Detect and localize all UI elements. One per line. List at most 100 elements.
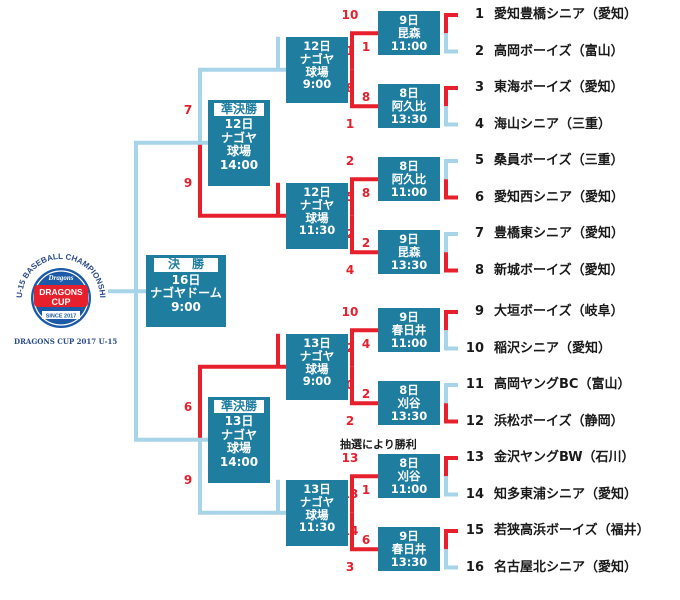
team-number: 2: [474, 43, 484, 59]
team-name: 豊橋東シニア（愛知）: [494, 226, 625, 241]
round2-match-2-line-2: 球場: [305, 361, 329, 376]
round2-match-1-line-0: 12日: [303, 184, 331, 199]
r1-score-bottom-7: 3: [345, 560, 355, 575]
r1-connector-bottom-1: [444, 106, 458, 127]
r2-feed-bottom-1: [350, 215, 378, 255]
team-name: 愛知西シニア（愛知）: [494, 189, 625, 205]
team-row-1: 1 愛知豊橋シニア（愛知）: [462, 4, 637, 26]
semi-feed-top-1: [198, 364, 286, 440]
semi-feed-bottom-0: [198, 142, 286, 218]
round2-match-2-line-0: 13日: [303, 335, 331, 350]
team-name: 金沢ヤングBW（石川）: [494, 450, 635, 465]
round1-match-3-line-0: 9日: [399, 232, 419, 247]
r1-connector-bottom-2: [444, 179, 458, 200]
round1-match-5-line-0: 8日: [399, 383, 419, 398]
semi-score-top-0: 7: [183, 102, 193, 117]
r2-score-bottom-0: 8: [361, 89, 371, 104]
r1-connector-top-3: [444, 232, 458, 253]
round2-match-2-line-3: 9:00: [302, 374, 332, 389]
r1-score-top-2: 2: [345, 154, 355, 169]
team-name: 桑員ボーイズ（三重）: [494, 153, 624, 168]
team-number: 7: [474, 226, 484, 241]
dragons-cup-logo: U-15 BASEBALL CHAMPIONSHIP Dragons DRAGO…: [12, 240, 107, 328]
round1-match-4-line-2: 11:00: [390, 336, 428, 350]
final-match-line-0: 決 勝: [154, 257, 218, 272]
round1-match-2-line-0: 8日: [399, 159, 419, 174]
r2-score-top-3: 1: [361, 482, 371, 497]
team-name: 愛知豊橋シニア（愛知）: [494, 7, 638, 22]
logo-cup-line1: DRAGONS: [39, 287, 83, 297]
team-row-14: 14 知多東浦シニア（愛知）: [462, 484, 637, 506]
semifinal-1-line-0: 準決勝: [214, 399, 264, 414]
r1-connector-top-2: [444, 159, 458, 180]
semifinal-0-line-2: ナゴヤ: [220, 130, 257, 145]
team-name: 新城ボーイズ（愛知）: [494, 262, 624, 278]
team-number: 10: [465, 340, 484, 356]
final-match-line-1: 16日: [171, 272, 201, 287]
r2-score-bottom-3: 6: [361, 532, 371, 547]
r2-score-top-2: 4: [361, 336, 371, 351]
team-number: 9: [474, 304, 484, 319]
semifinal-0-line-0: 準決勝: [214, 102, 264, 117]
round1-match-2-line-2: 11:00: [390, 185, 428, 199]
r1-connector-top-5: [444, 383, 458, 404]
round1-match-4-line-0: 9日: [399, 310, 419, 325]
r1-connector-top-1: [444, 86, 458, 107]
r2-feed-bottom-0: [350, 69, 378, 109]
r1-score-top-4: 10: [341, 305, 359, 320]
r2-feed-top-3: [350, 474, 378, 513]
team-number: 8: [474, 262, 484, 278]
r1-connector-bottom-0: [444, 33, 458, 54]
round1-match-7-line-2: 13:30: [390, 555, 428, 569]
round1-match-4-line-1: 春日井: [391, 323, 427, 338]
r1-connector-bottom-6: [444, 476, 458, 497]
r2-score-top-0: 1: [361, 39, 371, 54]
round1-match-6-line-2: 11:00: [390, 482, 428, 496]
round1-match-6-line-1: 刈谷: [397, 469, 421, 484]
round2-match-1-line-2: 球場: [305, 210, 329, 225]
logo-since: SINCE 2017: [46, 314, 77, 320]
team-number: 14: [465, 486, 484, 502]
r2-score-top-1: 8: [361, 185, 371, 200]
round2-match-3-line-0: 13日: [303, 481, 331, 496]
r1-connector-bottom-3: [444, 252, 458, 273]
round1-match-3-line-2: 13:30: [390, 258, 428, 272]
team-number: 12: [465, 413, 484, 429]
team-number: 16: [465, 559, 484, 575]
r1-score-top-3: 2: [345, 227, 355, 242]
tiebreak-note: 抽選により勝利: [340, 438, 417, 452]
team-row-10: 10 稲沢シニア（愛知）: [462, 338, 611, 360]
team-name: 稲沢シニア（愛知）: [494, 340, 612, 356]
round1-match-2-line-1: 阿久比: [391, 172, 427, 187]
r1-connector-top-4: [444, 310, 458, 331]
round2-match-3-line-1: ナゴヤ: [299, 494, 335, 509]
round2-match-3-line-2: 球場: [305, 507, 329, 522]
round2-match-0-line-2: 球場: [305, 64, 329, 79]
semi-feed-top-0: [198, 67, 286, 143]
r1-connector-bottom-4: [444, 330, 458, 351]
semifinal-0-line-4: 14:00: [219, 157, 259, 172]
round2-match-0-line-0: 12日: [303, 38, 331, 53]
team-number: 15: [465, 523, 484, 538]
team-name: 知多東浦シニア（愛知）: [494, 486, 638, 502]
team-number: 1: [474, 7, 484, 22]
round2-match-3-line-3: 11:30: [298, 520, 336, 535]
round2-match-2-line-1: ナゴヤ: [299, 348, 335, 363]
team-name: 海山シニア（三重）: [494, 116, 612, 132]
round1-match-1-line-1: 阿久比: [391, 99, 427, 114]
semi-score-top-1: 6: [183, 399, 193, 414]
round1-match-1-line-2: 13:30: [390, 112, 428, 126]
semifinal-1-line-4: 14:00: [219, 454, 259, 469]
